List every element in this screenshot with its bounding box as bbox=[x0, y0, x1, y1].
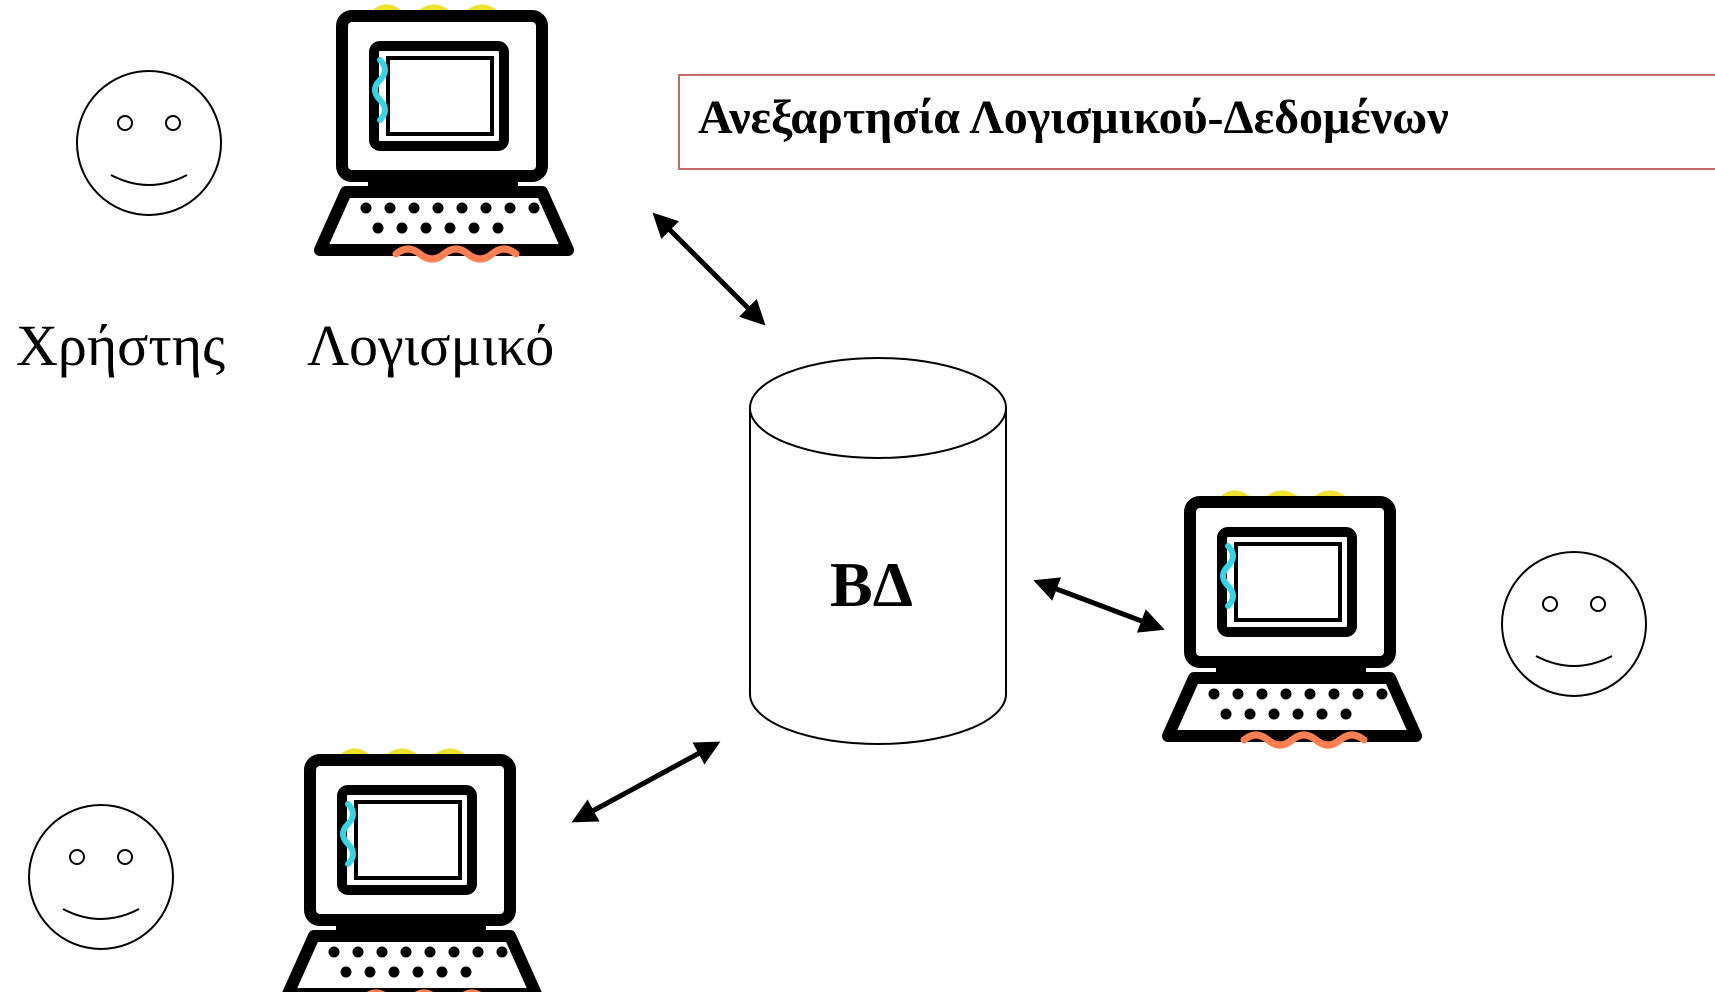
computer-icon-3 bbox=[1168, 494, 1416, 745]
software-label: Λογισμικό bbox=[307, 313, 555, 378]
diagram-title: Ανεξαρτησία Λογισμικού-Δεδομένων bbox=[698, 91, 1449, 144]
arrow-right-software-db bbox=[1033, 577, 1165, 633]
arrow-top-software-db bbox=[652, 212, 766, 326]
arrow-bottom-software-db bbox=[571, 741, 721, 823]
title-box: Ανεξαρτησία Λογισμικού-Δεδομένων bbox=[678, 74, 1715, 170]
computer-icon-2 bbox=[288, 752, 536, 992]
database-label: ΒΔ bbox=[830, 549, 913, 620]
user-smiley-icon-3 bbox=[1501, 551, 1647, 697]
computer-icon-1 bbox=[320, 8, 568, 259]
user-label: Χρήστης bbox=[16, 313, 226, 378]
database-cylinder-icon bbox=[749, 357, 1007, 745]
user-smiley-icon-2 bbox=[28, 804, 174, 950]
user-smiley-icon-1 bbox=[76, 70, 222, 216]
